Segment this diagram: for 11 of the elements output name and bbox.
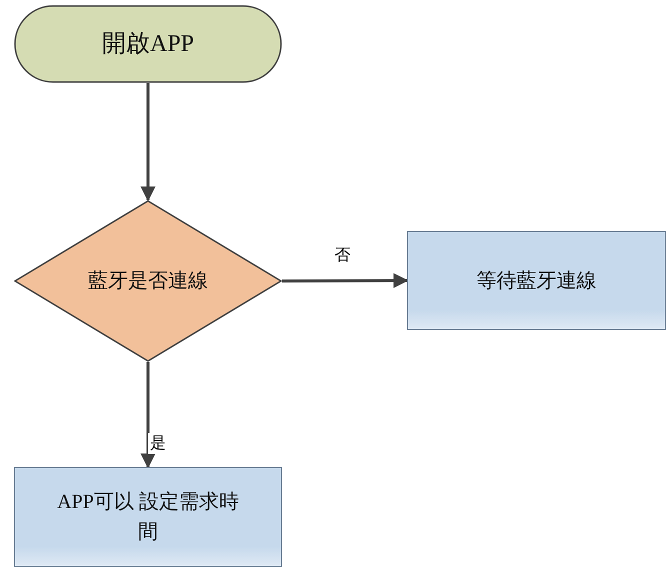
process-box — [407, 231, 666, 330]
node-label: 藍牙是否連線 — [88, 269, 208, 294]
arrow — [282, 273, 408, 288]
node-label: 等待藍牙連線 — [476, 268, 596, 294]
arrow — [140, 83, 156, 202]
arrow — [140, 362, 156, 468]
decision-diamond — [14, 200, 282, 362]
edge-label: 是 — [148, 432, 168, 454]
node-label: 開啟APP — [102, 30, 194, 59]
process-box — [14, 467, 282, 567]
node-label: APP可以 設定需求時間 — [56, 490, 240, 545]
